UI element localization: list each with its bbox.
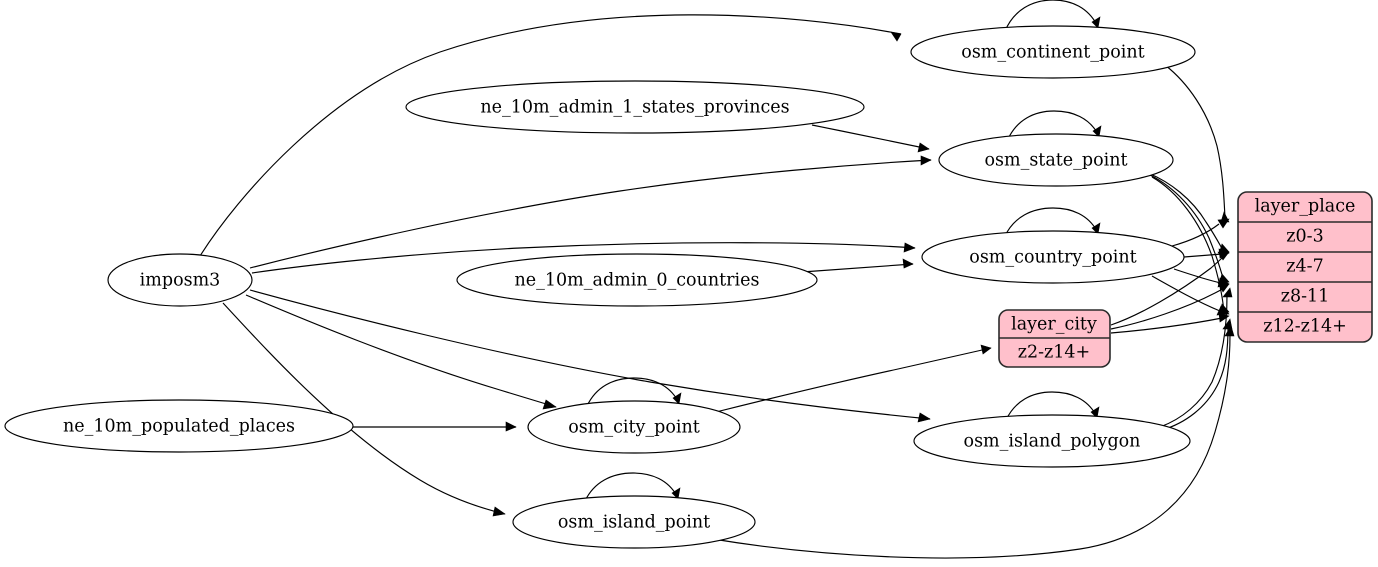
record-layer_place-row-z0-3[interactable]: z0-3 (1286, 227, 1323, 247)
record-layer_place-row-z8-11[interactable]: z8-11 (1281, 287, 1330, 307)
record-layer_place-box[interactable] (1237, 191, 1373, 343)
node-osm_island_point-label: osm_island_point (558, 513, 710, 533)
record-layer_place-row-z12-z14[interactable]: z12-z14+ (1263, 317, 1347, 337)
node-ne_10m_populated_places-label: ne_10m_populated_places (63, 417, 295, 437)
edge-osm_city_point-to-layer_city (715, 344, 992, 413)
node-ne_10m_populated_places[interactable]: ne_10m_populated_places (4, 399, 354, 453)
edge-layer_city-to-layer_place-z12-z14 (1110, 312, 1230, 334)
node-osm_country_point-shape[interactable] (921, 230, 1185, 284)
edge-states_provinces-to-osm_state_point (811, 124, 930, 153)
edge-imposm3-to-osm_island_point (222, 302, 506, 517)
edge-populated_places-to-osm_city_point (353, 421, 517, 432)
edge-osm_island_polygon-self-loop (1005, 391, 1100, 421)
node-layer: imposm3 ne_10m_populated_places ne_10m_a… (4, 25, 1196, 549)
edge-osm_island_point-self-loop (584, 472, 681, 502)
node-ne_10m_admin_1_states_provinces-label: ne_10m_admin_1_states_provinces (480, 98, 789, 118)
edge-osm_state_point-self-loop (1007, 110, 1102, 140)
node-ne_10m_populated_places-shape[interactable] (4, 399, 354, 453)
record-node-layer_place[interactable]: layer_place z0-3 z4-7 z8-11 z12-z14+ (1237, 191, 1373, 343)
node-osm_continent_point-shape[interactable] (910, 25, 1196, 79)
node-osm_continent_point-label: osm_continent_point (961, 43, 1144, 63)
node-osm_state_point[interactable]: osm_state_point (938, 133, 1174, 187)
node-ne_10m_admin_1_states_provinces[interactable]: ne_10m_admin_1_states_provinces (405, 80, 865, 134)
record-layer_city-row-z2-z14[interactable]: z2-z14+ (1018, 343, 1090, 363)
node-imposm3-label: imposm3 (140, 271, 221, 291)
node-osm_island_point-shape[interactable] (512, 495, 756, 549)
edge-osm_island_point-to-layer_place-z12-z14 (712, 325, 1235, 559)
record-node-layer_city[interactable]: layer_city z2-z14+ (998, 309, 1111, 368)
edge-osm_island_polygon-to-layer_place-z12-z14 (1161, 318, 1233, 431)
node-osm_island_polygon[interactable]: osm_island_polygon (913, 414, 1191, 468)
node-osm_island_polygon-shape[interactable] (913, 414, 1191, 468)
node-imposm3[interactable]: imposm3 (107, 253, 253, 307)
edge-imposm3-to-osm_city_point (245, 294, 557, 410)
edge-osm_city_point-self-loop (586, 377, 682, 407)
node-osm_city_point-shape[interactable] (527, 400, 741, 454)
edge-layer_city-to-layer_place-z8-11 (1110, 282, 1230, 330)
node-imposm3-shape[interactable] (107, 253, 253, 307)
node-osm_city_point[interactable]: osm_city_point (527, 400, 741, 454)
node-ne_10m_admin_0_countries-shape[interactable] (456, 253, 818, 307)
record-layer_place-title: layer_place (1255, 197, 1356, 217)
edge-osm_country_point-to-layer_place-z0-3 (1171, 218, 1230, 247)
edge-osm_country_point-self-loop (1004, 207, 1101, 237)
record-layer_city-title: layer_city (1011, 315, 1097, 335)
edge-imposm3-to-osm_continent_point (199, 14, 902, 257)
node-osm_country_point-label: osm_country_point (969, 248, 1136, 268)
edge-imposm3-to-osm_state_point (249, 155, 932, 269)
record-layer_place-row-z4-7[interactable]: z4-7 (1286, 257, 1323, 277)
edge-imposm3-to-osm_country_point (251, 242, 916, 274)
edge-osm_island_polygon-to-layer_place-z8-11 (1159, 287, 1233, 428)
node-osm_state_point-label: osm_state_point (984, 151, 1127, 171)
edge-layer (199, 0, 1235, 559)
node-osm_continent_point[interactable]: osm_continent_point (910, 25, 1196, 79)
node-osm_country_point[interactable]: osm_country_point (921, 230, 1185, 284)
node-osm_city_point-label: osm_city_point (568, 418, 700, 438)
edge-imposm3-to-osm_island_polygon (249, 289, 931, 423)
edge-osm_continent_point-to-layer_place-z0-3 (1164, 64, 1230, 223)
node-osm_island_point[interactable]: osm_island_point (512, 495, 756, 549)
node-ne_10m_admin_1_states_provinces-shape[interactable] (405, 80, 865, 134)
edge-layer_city-to-layer_place-z4-7 (1110, 251, 1230, 326)
edge-osm_continent_point-self-loop (1004, 0, 1101, 32)
node-ne_10m_admin_0_countries-label: ne_10m_admin_0_countries (515, 271, 760, 291)
node-ne_10m_admin_0_countries[interactable]: ne_10m_admin_0_countries (456, 253, 818, 307)
edge-admin_0_countries-to-osm_country_point (801, 258, 914, 273)
node-osm_island_polygon-label: osm_island_polygon (964, 432, 1141, 452)
node-osm_state_point-shape[interactable] (938, 133, 1174, 187)
